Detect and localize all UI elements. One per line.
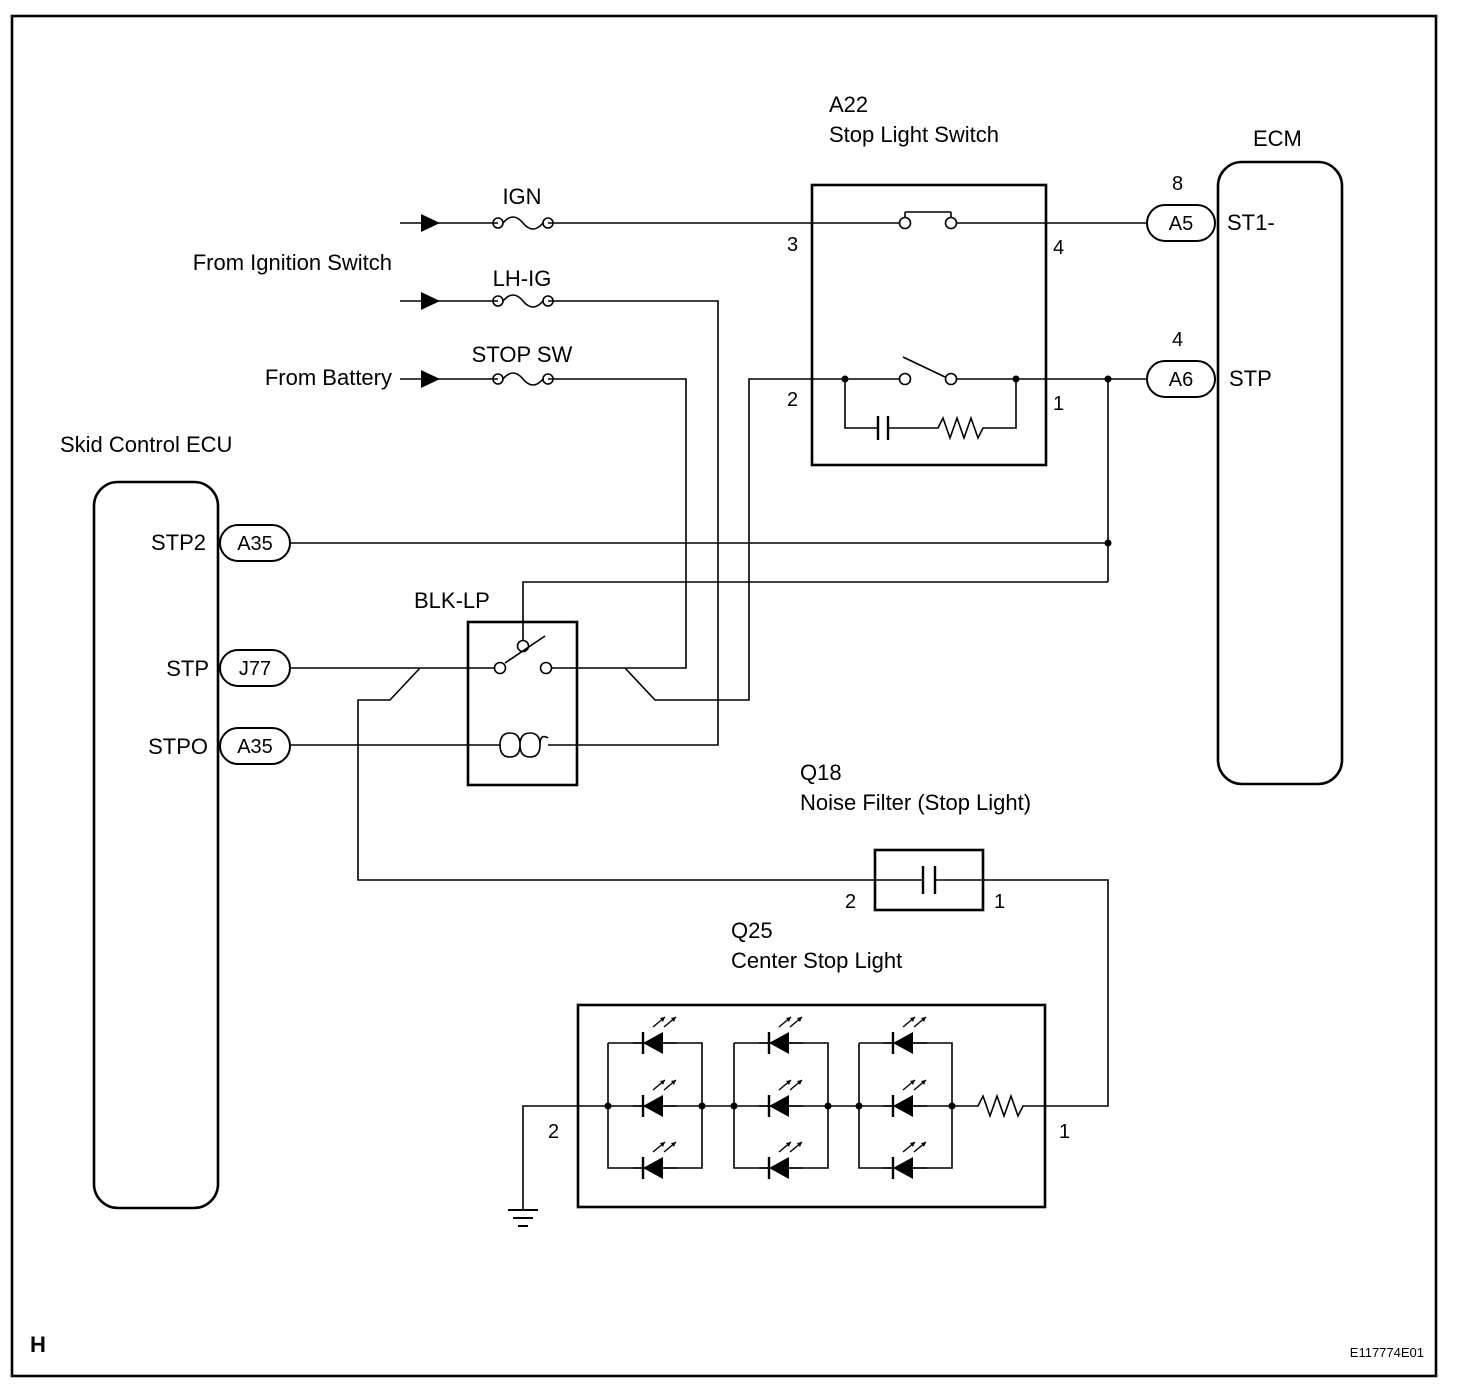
ecm-name: ECM — [1253, 126, 1302, 151]
wires — [290, 222, 1147, 1107]
pin-label: 3 — [787, 234, 798, 256]
terminal-label: STP — [166, 656, 209, 681]
noise-filter-ref: Q18 — [800, 760, 842, 785]
fuses: IGN LH-IG STOP SW From Ignition Switch F… — [193, 184, 573, 390]
page-frame — [10, 14, 1438, 1378]
figure-id: E117774E01 — [1350, 1345, 1424, 1360]
pin-label: 2 — [787, 389, 798, 411]
terminal-label: STP — [1229, 366, 1272, 391]
skid-control-ecu-name: Skid Control ECU — [60, 432, 232, 457]
relay-name: BLK-LP — [414, 588, 490, 613]
fuse-label: STOP SW — [472, 342, 573, 367]
relay-blk-lp: BLK-LP — [414, 588, 579, 787]
figure-letter: H — [30, 1332, 46, 1357]
pin-label: 4 — [1172, 329, 1183, 351]
noise-filter: Q18 Noise Filter (Stop Light) 2 1 — [800, 760, 1031, 913]
pin-label: 8 — [1172, 173, 1183, 195]
center-stop-light-name: Center Stop Light — [731, 948, 902, 973]
connector-label: J77 — [239, 658, 271, 680]
center-stop-light: Q25 Center Stop Light 2 1 — [508, 918, 1070, 1227]
stop-light-switch-name: Stop Light Switch — [829, 122, 999, 147]
pin-label: 2 — [548, 1121, 559, 1143]
source-label: From Battery — [265, 365, 392, 390]
pin-label: 1 — [994, 891, 1005, 913]
connector-label: A5 — [1169, 213, 1193, 235]
pin-label: 4 — [1053, 237, 1064, 259]
terminal-label: STP2 — [151, 530, 206, 555]
pin-label: 1 — [1053, 393, 1064, 415]
pin-label: 1 — [1059, 1121, 1070, 1143]
ecm: ECM ST1- STP 8 4 A5 A6 — [1146, 126, 1344, 786]
connector-label: A35 — [237, 533, 273, 555]
pin-label: 2 — [845, 891, 856, 913]
stop-light-switch-ref: A22 — [829, 92, 868, 117]
stop-light-switch: A22 Stop Light Switch 3 4 2 1 — [787, 92, 1064, 467]
fuse-label: LH-IG — [493, 266, 552, 291]
noise-filter-name: Noise Filter (Stop Light) — [800, 790, 1031, 815]
skid-control-ecu: Skid Control ECU STP2 STP STPO A35 J77 A… — [60, 432, 291, 1210]
center-stop-light-ref: Q25 — [731, 918, 773, 943]
connector-label: A35 — [237, 736, 273, 758]
terminal-label: STPO — [148, 734, 208, 759]
connector-label: A6 — [1169, 369, 1193, 391]
terminal-label: ST1- — [1227, 210, 1275, 235]
fuse-label: IGN — [502, 184, 541, 209]
source-label: From Ignition Switch — [193, 250, 392, 275]
